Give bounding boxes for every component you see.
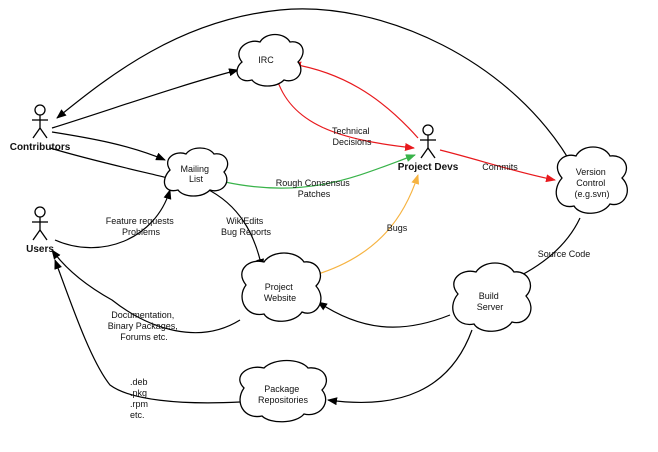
edge-project-website-to-project-devs (314, 174, 420, 276)
edge-package-repositories-to-users (54, 259, 241, 404)
edge-irc-to-project-devs (275, 75, 415, 152)
edge-contributors-to-irc (51, 68, 239, 129)
actor-contributors: Contributors (10, 104, 71, 153)
wikiedits-label: WikiEdits Bug Reports (221, 216, 272, 237)
edge-version-control-to-contributors (56, 8, 576, 171)
packages-label: .deb .pkg .rpm etc. (130, 377, 151, 420)
actor-users: Users (26, 206, 54, 255)
cloud-build-server-shape (452, 262, 532, 332)
documentation-label: Documentation, Binary Packages, Forums e… (108, 310, 181, 342)
edge-build-server-to-package-repositories (327, 329, 473, 406)
users-figure-icon (32, 206, 48, 241)
rough-consensus-label: Rough Consensus Patches (276, 178, 353, 199)
project-devs-label: Project Devs (398, 162, 459, 173)
edge-project-website-to-users (51, 249, 241, 334)
edge-build-server-to-project-website (317, 301, 451, 328)
edge-mailing-list-to-project-devs (224, 154, 416, 189)
edge-project-devs-to-irc (291, 61, 419, 139)
edge-mailing-list-to-project-website (204, 187, 265, 269)
cloud-mailing-list-shape (163, 147, 229, 197)
project-devs-figure-icon (420, 124, 436, 159)
users-label: Users (26, 244, 54, 255)
actor-project-devs: Project Devs (398, 124, 459, 173)
source-code-label: Source Code (538, 249, 591, 259)
commits-label: Commits (482, 162, 518, 172)
version-control-label: Version Control (e.g.svn) (574, 167, 609, 199)
cloud-project-website-shape (241, 252, 322, 322)
edge-users-to-mailing-list (54, 189, 172, 249)
mailing-list-label: Mailing List (180, 164, 211, 184)
technical-decisions-label: Technical Decisions (332, 126, 372, 147)
project-website-label: Project Website (264, 282, 296, 303)
contributors-label: Contributors (10, 142, 71, 153)
cloud-version-control-shape (555, 146, 628, 214)
edge-project-devs-to-version-control (439, 149, 556, 183)
build-server-label: Build Server (477, 291, 504, 312)
edge-contributors-to-mailing-list-2 (49, 147, 169, 179)
edge-labels: Technical Decisions Commits Rough Consen… (106, 126, 591, 420)
cloud-irc: IRC (236, 33, 304, 87)
cloud-version-control: Version Control (e.g.svn) (555, 146, 628, 214)
irc-label: IRC (258, 55, 274, 65)
contributors-figure-icon (32, 104, 48, 139)
edge-contributors-to-mailing-list-1 (51, 131, 166, 161)
feature-requests-label: Feature requests Problems (106, 216, 177, 237)
package-repositories-label: Package Repositories (258, 384, 309, 405)
cloud-package-repositories: Package Repositories (239, 359, 327, 423)
edges (49, 8, 581, 406)
cloud-package-repositories-shape (239, 359, 327, 423)
bugs-label: Bugs (387, 223, 408, 233)
cloud-irc-shape (236, 33, 304, 87)
cloud-build-server: Build Server (452, 262, 532, 332)
cloud-mailing-list: Mailing List (163, 147, 229, 197)
cloud-project-website: Project Website (241, 252, 322, 322)
